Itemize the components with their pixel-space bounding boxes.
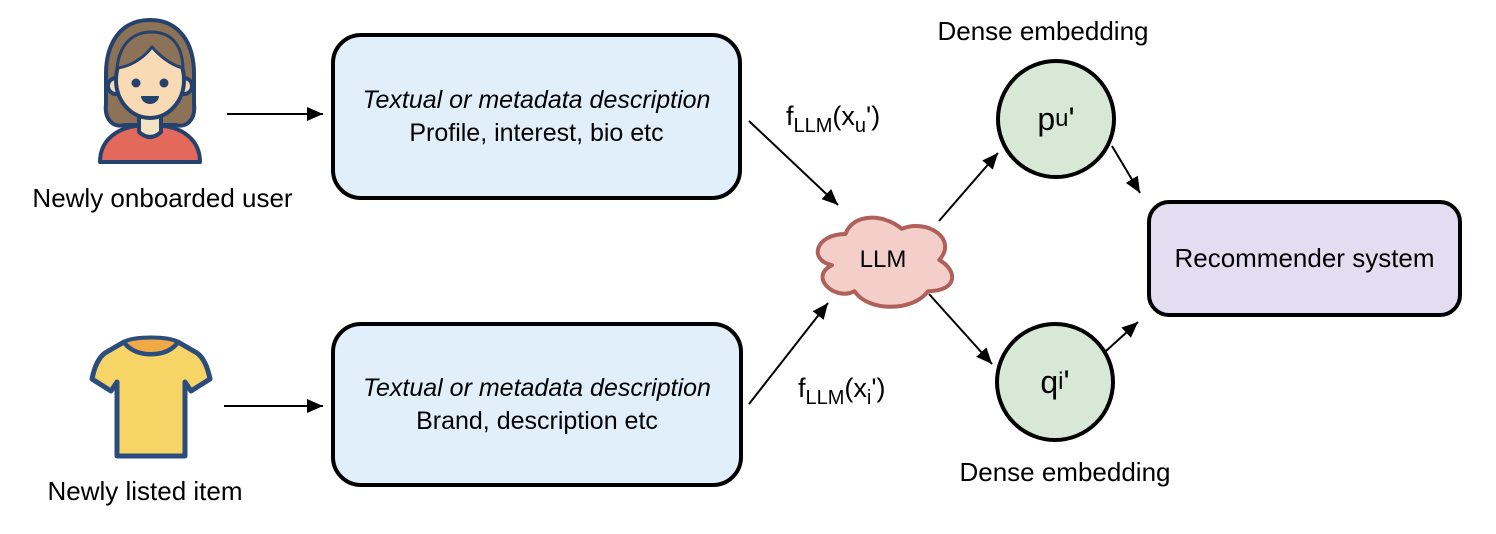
recommender-system-label: Recommender system [1174, 243, 1435, 273]
item-box-subtitle: Brand, description etc [416, 406, 658, 435]
node-subscript: i [1058, 368, 1064, 395]
item-actor-label: Newly listed item [47, 476, 243, 506]
node-prime: ' [1068, 100, 1075, 137]
formula-arg-subscript: i [866, 387, 872, 409]
formula-arg-close: ') [866, 101, 881, 131]
formula-f: f [798, 373, 806, 403]
arrow-llm-to-user-embedding [938, 152, 999, 222]
formula-arg-close: ') [871, 373, 886, 403]
node-prime: ' [1063, 363, 1070, 400]
item-description-box: Textual or metadata description Brand, d… [331, 322, 743, 487]
arrow-user-embedding-to-recommender [1111, 145, 1141, 194]
user-embedding-caption: Dense embedding [937, 16, 1149, 46]
arrow-llm-to-item-embedding [928, 293, 993, 365]
formula-arg-open: (x [832, 101, 855, 131]
node-subscript: u [1055, 105, 1069, 132]
formula-arg-open: (x [844, 373, 867, 403]
arrow-itembox-to-llm [748, 302, 829, 405]
woman-avatar-icon [98, 18, 202, 164]
item-embedding-caption: Dense embedding [959, 457, 1171, 487]
node-base: q [1040, 363, 1059, 400]
llm-cloud-label: LLM [859, 246, 907, 273]
formula-arg-subscript: u [854, 115, 867, 137]
item-embedding-formula: fLLM(xi') [798, 372, 886, 414]
formula-f-subscript: LLM [793, 115, 833, 137]
user-box-title: Textual or metadata description [362, 85, 711, 114]
user-actor-label: Newly onboarded user [32, 183, 293, 213]
llm-cloud-shape [815, 215, 955, 309]
arrow-userbox-to-llm [748, 120, 839, 206]
node-base: p [1037, 100, 1056, 137]
user-box-subtitle: Profile, interest, bio etc [409, 118, 664, 147]
user-description-box: Textual or metadata description Profile,… [331, 33, 742, 200]
arrow-item-embedding-to-recommender [1105, 321, 1139, 352]
tshirt-icon [89, 335, 213, 459]
recommender-system-box: Recommender system [1147, 200, 1462, 317]
item-box-title: Textual or metadata description [363, 373, 711, 402]
user-embedding-formula: fLLM(xu') [786, 100, 880, 142]
formula-f-subscript: LLM [805, 387, 845, 409]
formula-f: f [786, 101, 794, 131]
